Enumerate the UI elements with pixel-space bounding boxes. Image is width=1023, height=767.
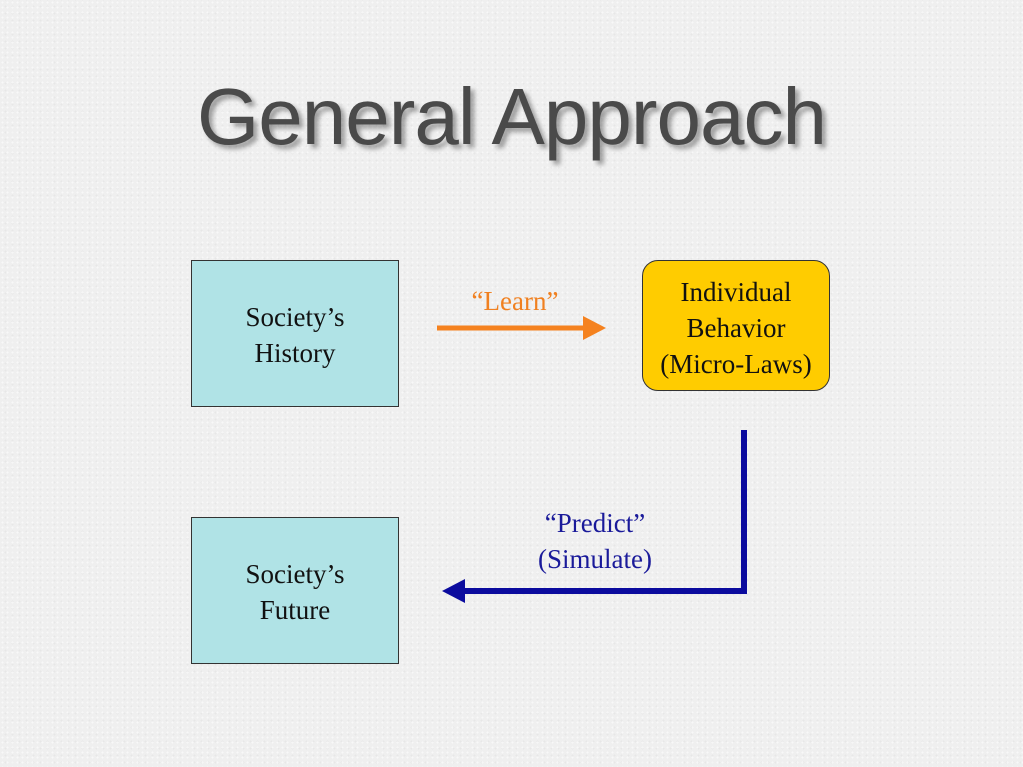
future-box-line1: Society’s [245, 559, 345, 589]
predict-label-line1: “Predict” [544, 508, 646, 538]
learn-arrow-head [583, 316, 606, 340]
behavior-box-line3: (Micro-Laws) [660, 349, 812, 379]
slide-title: General Approach [197, 72, 827, 161]
predict-arrow-shaft [462, 430, 747, 594]
learn-arrow [437, 316, 606, 340]
societys-history-box: Society’s History [191, 260, 399, 407]
individual-behavior-box: Individual Behavior (Micro-Laws) [642, 260, 830, 391]
learn-arrow-label: “Learn” [471, 286, 559, 316]
history-box-line2: History [254, 338, 336, 368]
behavior-box-line2: Behavior [686, 313, 786, 343]
future-box-line2: Future [259, 595, 331, 625]
predict-arrow-head [442, 579, 465, 603]
predict-arrow-label: “Predict” (Simulate) [505, 505, 685, 577]
predict-label-line2: (Simulate) [538, 544, 652, 574]
history-box-line1: Society’s [245, 302, 345, 332]
predict-arrow [442, 430, 747, 603]
societys-future-box: Society’s Future [191, 517, 399, 664]
behavior-box-line1: Individual [680, 277, 792, 307]
